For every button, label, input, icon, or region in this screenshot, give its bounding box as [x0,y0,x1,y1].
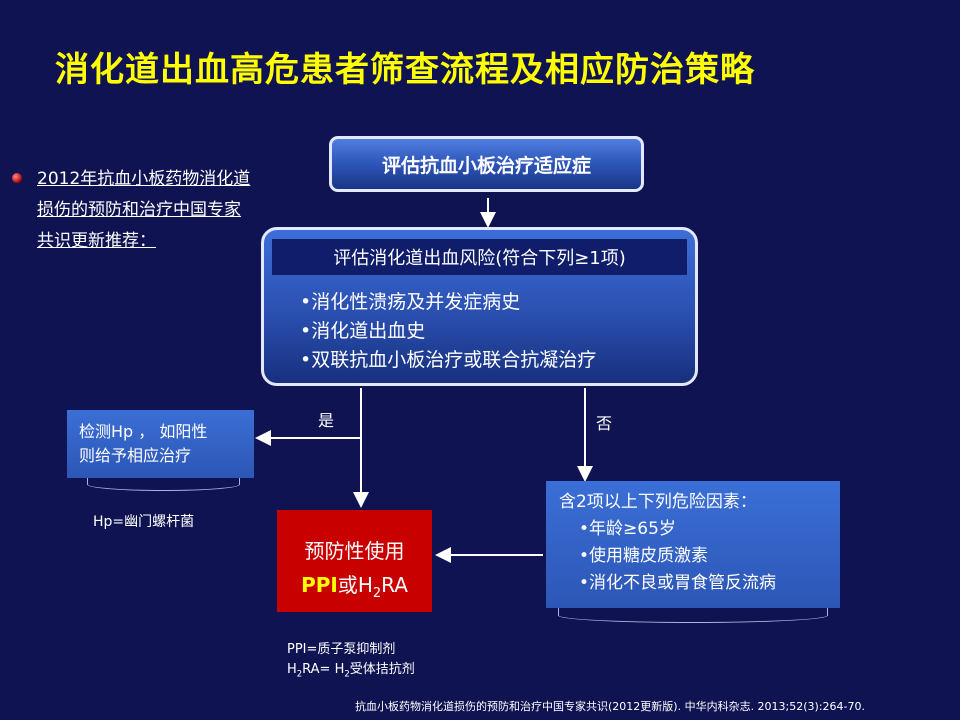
subscript-2: 2 [344,668,350,679]
list-item: •消化道出血史 [300,320,426,342]
ppi-line2: PPI或H2RA [277,569,432,601]
subscript-2: 2 [296,668,303,679]
list-item: •双联抗血小板治疗或联合抗凝治疗 [300,349,597,371]
risk-header: 含2项以上下列危险因素： [559,492,757,512]
ra-text: RA [381,573,408,597]
bullet-icon [12,173,22,183]
assess-indication-box: 评估抗血小板治疗适应症 [329,136,644,192]
ppi-box: 预防性使用 PPI或H2RA [277,510,432,612]
bleeding-risk-list: •消化性溃疡及并发症病史 •消化道出血史 •双联抗血小板治疗或联合抗凝治疗 [300,288,596,375]
list-item: •使用糖皮质激素 [579,546,709,566]
abbreviation-legend: PPI=质子泵抑制剂 H2RA= H2受体拮抗剂 [287,640,415,684]
ppi-line1: 预防性使用 [304,539,405,563]
list-item: •年龄≥65岁 [579,519,676,539]
yes-label: 是 [318,411,335,430]
list-item: •消化性溃疡及并发症病史 [300,291,521,313]
box-fold-shadow [558,608,828,623]
citation: 抗血小板药物消化道损伤的预防和治疗中国专家共识(2012更新版). 中华内科杂志… [355,700,866,713]
hp-line: 则给予相应治疗 [79,446,192,465]
box-fold-shadow [87,478,240,491]
consensus-note: 2012年抗血小板药物消化道损伤的预防和治疗中国专家共识更新推荐： [37,169,251,251]
hp-line: 检测Hp ， 如阳性 [79,422,208,441]
h2-definition-text: 受体拮抗剂 [349,662,415,677]
ra-text: RA= H [302,662,345,677]
h-text: H [287,662,297,677]
no-label: 否 [596,414,613,433]
subscript-2: 2 [372,586,382,601]
list-item: •消化不良或胃食管反流病 [579,573,777,593]
or-text: 或 [337,573,358,597]
hp-test-box: 检测Hp ， 如阳性 则给予相应治疗 [67,410,254,491]
h-text: H [357,573,373,597]
bleeding-risk-box: 评估消化道出血风险(符合下列≥1项) •消化性溃疡及并发症病史 •消化道出血史 … [261,227,698,386]
bleeding-risk-header: 评估消化道出血风险(符合下列≥1项) [272,239,687,275]
slide-title: 消化道出血高危患者筛查流程及相应防治策略 [55,50,755,90]
hp-definition: Hp=幽门螺杆菌 [93,514,195,530]
ppi-definition: PPI=质子泵抑制剂 [287,642,396,657]
ppi-text: PPI [301,573,338,597]
risk-factors-box: 含2项以上下列危险因素： •年龄≥65岁 •使用糖皮质激素 •消化不良或胃食管反… [546,481,840,623]
h2ra-definition: H2RA= H2受体拮抗剂 [287,660,415,684]
